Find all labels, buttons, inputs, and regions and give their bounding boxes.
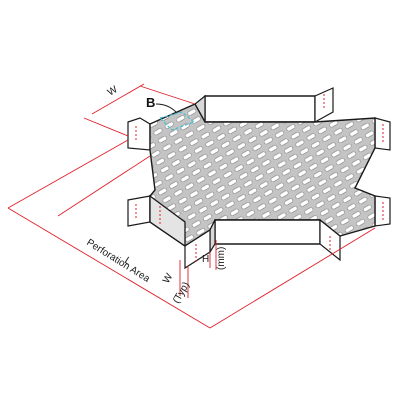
- typ-label: (Typ): [171, 280, 192, 305]
- length-label: L: [122, 255, 133, 268]
- left-end-flange: [127, 117, 151, 227]
- height-label: H: [202, 254, 209, 265]
- detail-b-label: B: [146, 95, 155, 110]
- detail-b-callout: B: [146, 95, 196, 131]
- width-label: W: [106, 84, 120, 99]
- height-dimension: H (mm): [202, 240, 227, 270]
- width-typ-label: W: [161, 271, 176, 285]
- perforation-area-label: Perforation Area: [84, 237, 151, 285]
- lower-side-wall: [184, 218, 341, 270]
- right-end-flange: [374, 117, 391, 227]
- height-mm-label: (mm): [216, 247, 227, 270]
